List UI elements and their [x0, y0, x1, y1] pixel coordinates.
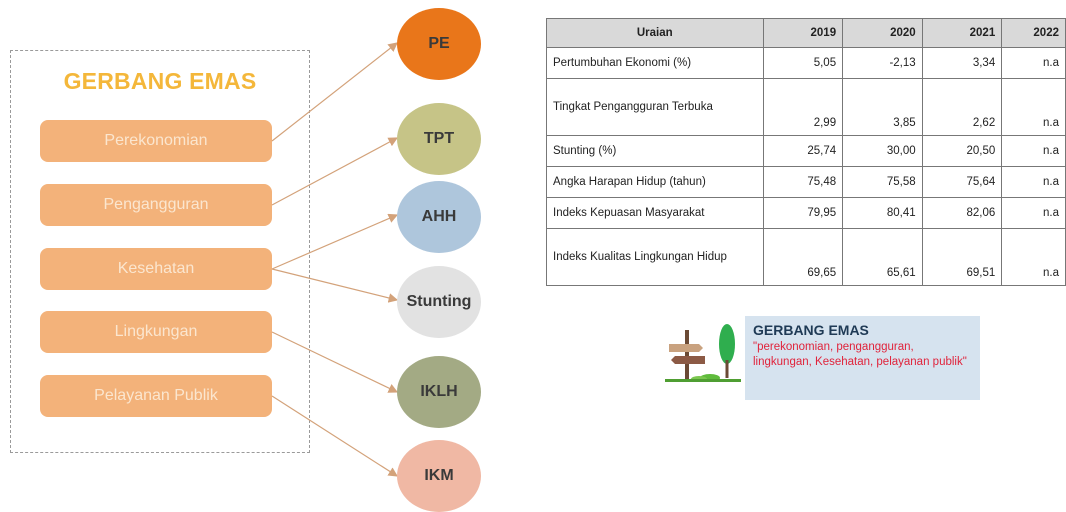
- arrow-kesehatan-stunting: [271, 268, 399, 303]
- category-pelayanan-publik: Pelayanan Publik: [40, 375, 272, 417]
- category-kesehatan: Kesehatan: [40, 248, 272, 290]
- table-row: Angka Harapan Hidup (tahun) 75,48 75,58 …: [546, 166, 1066, 198]
- cell-value: 2,62: [921, 78, 1003, 136]
- arrow-perekonomian-pe: [271, 42, 398, 142]
- table-row: Indeks Kualitas Lingkungan Hidup 69,65 6…: [546, 228, 1066, 286]
- cell-value: -2,13: [842, 47, 923, 79]
- cell-value: 3,85: [842, 78, 923, 136]
- frame-title: GERBANG EMAS: [63, 68, 257, 94]
- row-label: Indeks Kualitas Lingkungan Hidup: [546, 228, 764, 286]
- cell-value: 30,00: [842, 135, 923, 167]
- cell-value: 82,06: [921, 197, 1003, 229]
- cell-value: 69,51: [921, 228, 1003, 286]
- table-row: Pertumbuhan Ekonomi (%) 5,05 -2,13 3,34 …: [546, 47, 1066, 79]
- indicator-tpt: TPT: [397, 103, 481, 175]
- indicator-stunting: Stunting: [397, 266, 481, 338]
- row-label: Angka Harapan Hidup (tahun): [546, 166, 764, 198]
- cell-value: 65,61: [842, 228, 923, 286]
- indicator-pe: PE: [397, 8, 481, 80]
- cell-value: 25,74: [762, 135, 844, 167]
- arrow-pelayanan-ikm: [271, 395, 399, 477]
- row-label: Stunting (%): [546, 135, 764, 167]
- header-uraian: Uraian: [546, 18, 764, 48]
- cell-value: 5,05: [762, 47, 844, 79]
- cell-value: 80,41: [842, 197, 923, 229]
- cell-value: n.a: [1001, 47, 1066, 79]
- cell-value: 20,50: [921, 135, 1003, 167]
- header-2020: 2020: [842, 18, 923, 48]
- indicator-ikm: IKM: [397, 440, 481, 512]
- signpost-tree-icon: [665, 324, 741, 382]
- cell-value: 75,64: [921, 166, 1003, 198]
- cell-value: 79,95: [762, 197, 844, 229]
- header-2019: 2019: [762, 18, 844, 48]
- cell-value: 75,48: [762, 166, 844, 198]
- category-lingkungan: Lingkungan: [40, 311, 272, 353]
- table-row: Stunting (%) 25,74 30,00 20,50 n.a: [546, 135, 1066, 167]
- category-perekonomian: Perekonomian: [40, 120, 272, 162]
- cell-value: 2,99: [762, 78, 844, 136]
- arrow-lingkungan-iklh: [271, 331, 399, 393]
- note-title: GERBANG EMAS: [753, 322, 869, 338]
- cell-value: n.a: [1001, 78, 1066, 136]
- indicator-ahh: AHH: [397, 181, 481, 253]
- row-label: Tingkat Pengangguran Terbuka: [546, 78, 764, 136]
- arrow-pengangguran-tpt: [271, 137, 399, 206]
- row-label: Indeks Kepuasan Masyarakat: [546, 197, 764, 229]
- cell-value: 75,58: [842, 166, 923, 198]
- table-row: Tingkat Pengangguran Terbuka 2,99 3,85 2…: [546, 78, 1066, 136]
- indicator-iklh: IKLH: [397, 356, 481, 428]
- arrow-kesehatan-ahh: [271, 213, 399, 270]
- cell-value: n.a: [1001, 197, 1066, 229]
- gerbang-emas-frame: [10, 50, 310, 453]
- indicator-table: Uraian 2019 2020 2021 2022 Pertumbuhan E…: [546, 18, 1066, 286]
- cell-value: 69,65: [762, 228, 844, 286]
- row-label: Pertumbuhan Ekonomi (%): [546, 47, 764, 79]
- header-2021: 2021: [921, 18, 1003, 48]
- table-row: Indeks Kepuasan Masyarakat 79,95 80,41 8…: [546, 197, 1066, 229]
- cell-value: n.a: [1001, 135, 1066, 167]
- table-header-row: Uraian 2019 2020 2021 2022: [546, 18, 1066, 48]
- gerbang-emas-note: GERBANG EMAS "perekonomian, pengangguran…: [745, 316, 980, 400]
- cell-value: n.a: [1001, 228, 1066, 286]
- cell-value: 3,34: [921, 47, 1003, 79]
- cell-value: n.a: [1001, 166, 1066, 198]
- note-body: "perekonomian, pengangguran, lingkungan,…: [753, 341, 967, 368]
- category-pengangguran: Pengangguran: [40, 184, 272, 226]
- header-2022: 2022: [1001, 18, 1066, 48]
